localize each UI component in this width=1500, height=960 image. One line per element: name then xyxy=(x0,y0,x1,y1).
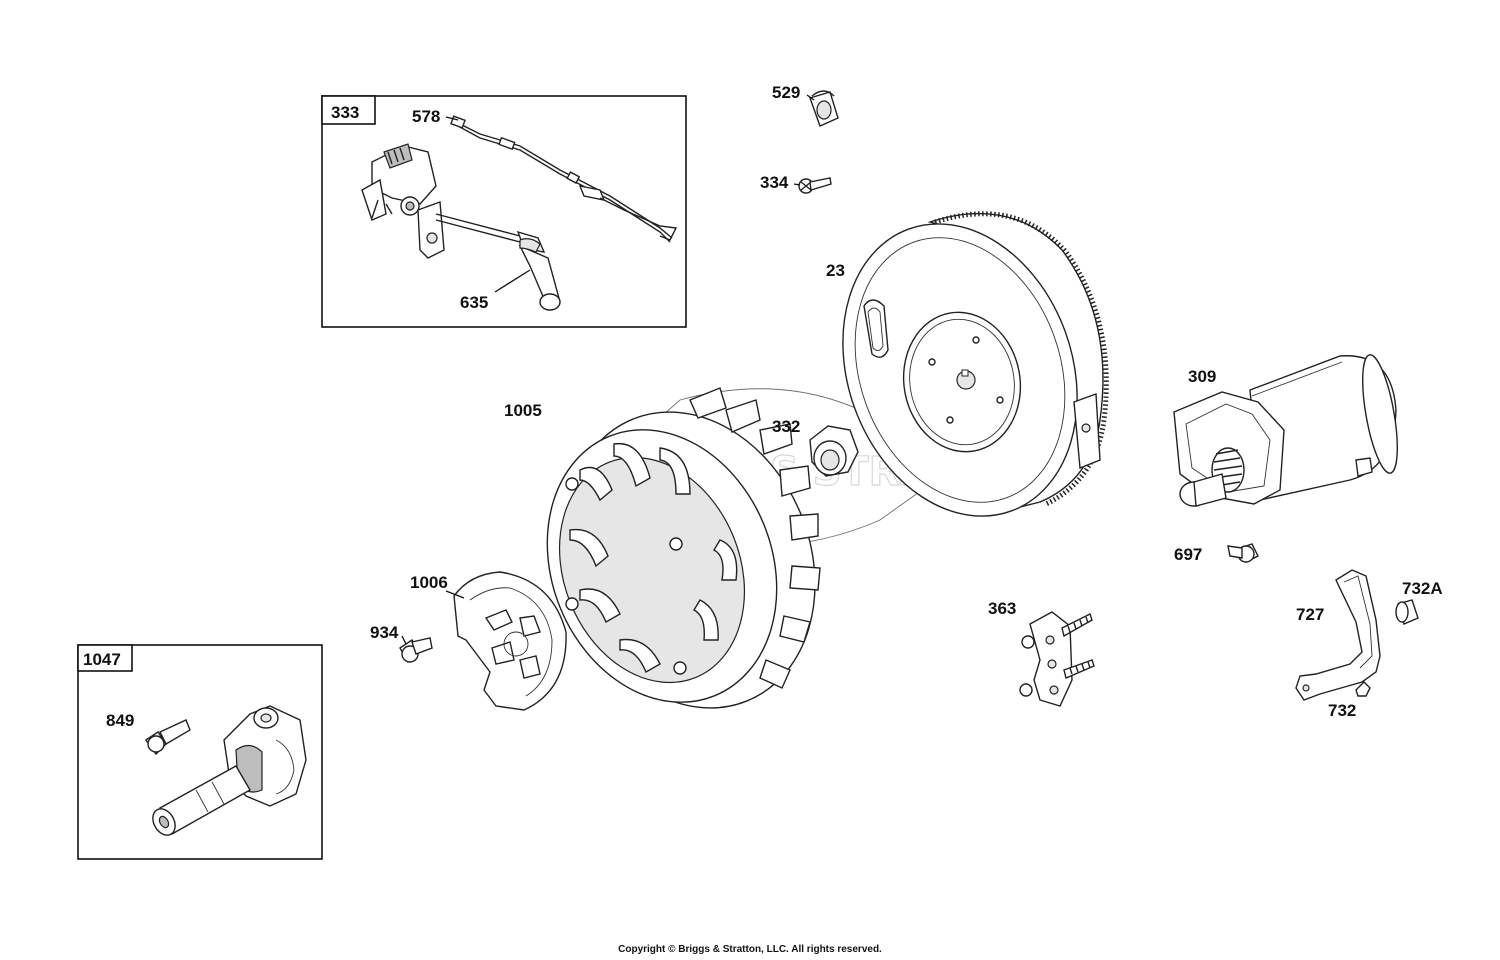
label-363: 363 xyxy=(988,599,1016,618)
box-333-label: 333 xyxy=(331,103,359,122)
leader-635 xyxy=(494,269,531,293)
grommet-icon xyxy=(809,90,839,127)
leader-1006 xyxy=(445,590,465,599)
label-578: 578 xyxy=(412,107,440,126)
leader-578 xyxy=(445,116,459,121)
leader-529 xyxy=(806,94,815,101)
copyright-notice: Copyright © Briggs & Stratton, LLC. All … xyxy=(618,944,882,955)
leader-934 xyxy=(401,635,407,645)
box-1047-assembly: 1047 849 xyxy=(77,644,323,860)
box-1047-frame xyxy=(77,644,323,860)
starter-bolt-icon xyxy=(1227,543,1259,563)
label-727: 727 xyxy=(1296,605,1324,624)
label-332: 332 xyxy=(772,417,800,436)
screw-732-icon xyxy=(1355,681,1371,697)
box-333-tag xyxy=(321,95,376,125)
starter-bracket-icon xyxy=(1295,569,1381,701)
box-333-ignition-assembly: 333 xyxy=(321,95,687,328)
fan-screen-icon xyxy=(453,571,567,711)
label-849: 849 xyxy=(106,711,134,730)
box-1047-label: 1047 xyxy=(83,650,121,669)
housing-bolt-icon xyxy=(145,719,191,756)
flywheel-nut-icon xyxy=(809,425,859,477)
label-732A: 732A xyxy=(1402,579,1443,598)
label-1006: 1006 xyxy=(410,573,448,592)
screen-screw-icon xyxy=(399,637,433,664)
ignition-coil-icon xyxy=(361,143,445,259)
label-934: 934 xyxy=(370,623,399,642)
box-333-frame xyxy=(321,95,687,328)
label-309: 309 xyxy=(1188,367,1216,386)
label-529: 529 xyxy=(772,83,800,102)
pto-housing-icon xyxy=(152,705,307,836)
label-635: 635 xyxy=(460,293,488,312)
label-23: 23 xyxy=(826,261,845,280)
flywheel-icon xyxy=(842,211,1109,517)
spark-plug-lead-icon xyxy=(435,213,561,311)
label-334: 334 xyxy=(760,173,789,192)
box-1047-tag xyxy=(77,644,133,672)
cooling-fan-icon xyxy=(546,387,821,709)
label-697: 697 xyxy=(1174,545,1202,564)
screw-icon xyxy=(798,177,832,194)
mounting-bracket-icon xyxy=(1019,611,1095,707)
ground-wire-icon xyxy=(450,115,678,243)
label-1005: 1005 xyxy=(504,401,542,420)
label-732: 732 xyxy=(1328,701,1356,720)
leader-334 xyxy=(793,183,801,186)
starter-motor-icon xyxy=(1173,354,1398,507)
nut-732a-icon xyxy=(1395,599,1419,625)
